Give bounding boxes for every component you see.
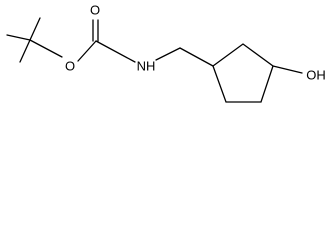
bond-ester-oxygen-to-carbonyl-carbon: [77, 40, 97, 62]
bond-methyl-bottom: [19, 39, 31, 63]
chemical-structure-diagram: O O NH OH: [6, 3, 326, 103]
bond-amine-to-methylene: [155, 47, 181, 61]
bond-methyl-left: [6, 34, 31, 41]
bond-carbonyl-carbon-to-amine: [95, 40, 136, 63]
amine-label: NH: [137, 59, 156, 74]
hydroxyl-label: OH: [306, 68, 326, 83]
bond-methylene-to-ring: [179, 47, 214, 67]
carbonyl-oxygen-label: O: [90, 3, 100, 18]
bond-quaternary-carbon-to-ester-oxygen: [29, 39, 63, 58]
ester-oxygen-label: O: [65, 59, 75, 74]
cyclopentane-ring: [212, 43, 274, 103]
bond-methyl-top: [29, 17, 41, 41]
bond-ring-to-hydroxyl: [272, 65, 303, 74]
